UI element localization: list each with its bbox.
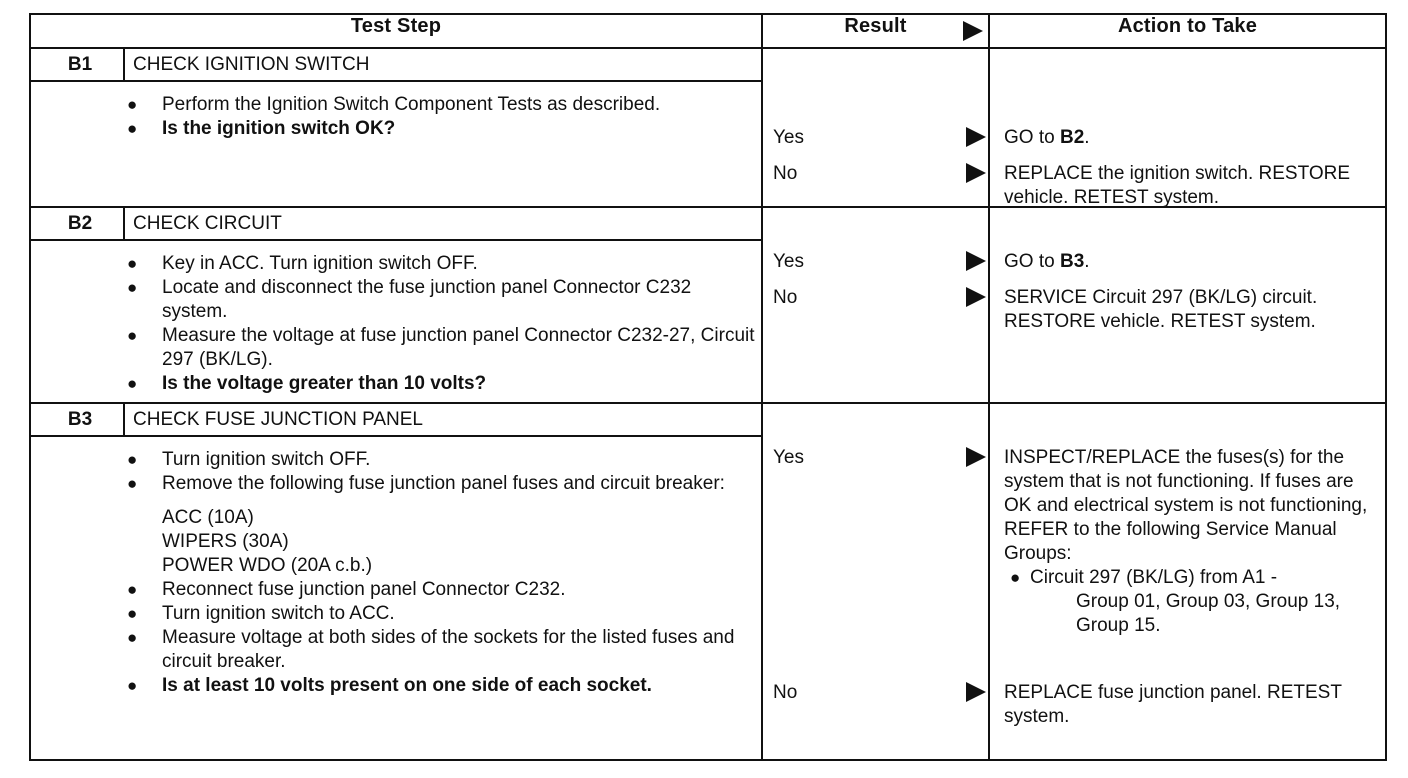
step-id: B2 <box>31 208 125 239</box>
list-item-question: ●Is the ignition switch OK? <box>127 118 396 139</box>
step-title: CHECK CIRCUIT <box>133 213 282 234</box>
result-no: No <box>773 681 986 705</box>
step-row-b3: B3 CHECK FUSE JUNCTION PANEL ●Turn ignit… <box>29 403 1387 761</box>
bullet-icon: ● <box>127 628 138 647</box>
bullet-icon: ● <box>127 326 138 345</box>
bullet-icon: ● <box>127 580 138 599</box>
right-arrow-icon <box>966 682 986 702</box>
bullet-icon: ● <box>127 254 138 273</box>
step-items: ●Reconnect fuse junction panel Connector… <box>31 578 761 698</box>
step-items: ●Key in ACC. Turn ignition switch OFF. ●… <box>31 241 761 396</box>
bullet-icon: ● <box>127 450 138 469</box>
right-arrow-icon <box>966 127 986 147</box>
bullet-icon: ● <box>127 119 138 138</box>
action-bullet: ●Circuit 297 (BK/LG) from A1 - <box>1010 567 1278 588</box>
result-no: No <box>773 162 986 186</box>
action-no: SERVICE Circuit 297 (BK/LG) circuit. RES… <box>1004 287 1318 332</box>
action-cell: GO to B2. REPLACE the ignition switch. R… <box>988 48 1387 208</box>
list-item: ●Locate and disconnect the fuse junction… <box>127 277 692 322</box>
list-item: ●Measure the voltage at fuse junction pa… <box>127 325 755 370</box>
result-yes: Yes <box>773 250 986 274</box>
bullet-icon: ● <box>127 676 138 695</box>
bullet-icon: ● <box>127 474 138 493</box>
action-bullet-cont: Group 01, Group 03, Group 13, Group 15. <box>1076 591 1341 636</box>
right-arrow-icon <box>963 21 983 41</box>
header-action: Action to Take <box>988 13 1387 49</box>
header-result-label: Result <box>844 15 907 37</box>
fuse-line: ACC (10A) <box>162 507 254 528</box>
list-item: ●Turn ignition switch to ACC. <box>127 603 395 624</box>
list-item: ●Remove the following fuse junction pane… <box>127 473 725 494</box>
list-item: ●Perform the Ignition Switch Component T… <box>127 94 661 115</box>
diagnostic-table: Test Step Result Action to Take B1 CHECK… <box>29 13 1387 761</box>
action-yes-text: INSPECT/REPLACE the fuses(s) for the sys… <box>1004 447 1368 564</box>
list-item-question: ●Is the voltage greater than 10 volts? <box>127 373 487 394</box>
step-cell: B1 CHECK IGNITION SWITCH ●Perform the Ig… <box>29 48 763 208</box>
step-title-bar: B3 CHECK FUSE JUNCTION PANEL <box>31 404 761 437</box>
right-arrow-icon <box>966 447 986 467</box>
step-items: ●Perform the Ignition Switch Component T… <box>31 82 761 141</box>
bullet-icon: ● <box>127 604 138 623</box>
fuse-line: WIPERS (30A) <box>162 531 289 552</box>
step-title: CHECK FUSE JUNCTION PANEL <box>133 409 423 430</box>
header-test-step: Test Step <box>29 13 763 49</box>
step-id: B1 <box>31 49 125 80</box>
list-item: ●Key in ACC. Turn ignition switch OFF. <box>127 253 478 274</box>
result-cell: Yes No <box>761 48 990 208</box>
result-cell: Yes No <box>761 403 990 761</box>
list-item: ●Measure voltage at both sides of the so… <box>127 627 735 672</box>
fuse-line: POWER WDO (20A c.b.) <box>162 555 373 576</box>
step-title-bar: B1 CHECK IGNITION SWITCH <box>31 49 761 82</box>
step-row-b2: B2 CHECK CIRCUIT ●Key in ACC. Turn ignit… <box>29 207 1387 404</box>
action-no: REPLACE the ignition switch. RESTORE veh… <box>1004 163 1351 208</box>
action-yes: INSPECT/REPLACE the fuses(s) for the sys… <box>1004 446 1379 638</box>
action-no: REPLACE fuse junction panel. RETEST syst… <box>1004 682 1342 727</box>
action-yes: GO to B3. <box>1004 251 1090 272</box>
bullet-icon: ● <box>127 95 138 114</box>
bullet-icon: ● <box>127 278 138 297</box>
action-cell: GO to B3. SERVICE Circuit 297 (BK/LG) ci… <box>988 207 1387 404</box>
result-cell: Yes No <box>761 207 990 404</box>
list-item: ●Turn ignition switch OFF. <box>127 449 371 470</box>
step-cell: B3 CHECK FUSE JUNCTION PANEL ●Turn ignit… <box>29 403 763 761</box>
step-title-bar: B2 CHECK CIRCUIT <box>31 208 761 241</box>
list-item-question: ●Is at least 10 volts present on one sid… <box>127 675 652 696</box>
step-items: ●Turn ignition switch OFF. ●Remove the f… <box>31 437 761 496</box>
step-cell: B2 CHECK CIRCUIT ●Key in ACC. Turn ignit… <box>29 207 763 404</box>
right-arrow-icon <box>966 287 986 307</box>
result-yes: Yes <box>773 446 986 470</box>
header-result: Result <box>761 13 990 49</box>
step-row-b1: B1 CHECK IGNITION SWITCH ●Perform the Ig… <box>29 48 1387 208</box>
result-yes: Yes <box>773 126 986 150</box>
bullet-icon: ● <box>127 374 138 393</box>
right-arrow-icon <box>966 251 986 271</box>
action-yes: GO to B2. <box>1004 127 1090 148</box>
step-id: B3 <box>31 404 125 435</box>
table-header-row: Test Step Result Action to Take <box>29 13 1387 49</box>
action-cell: INSPECT/REPLACE the fuses(s) for the sys… <box>988 403 1387 761</box>
result-no: No <box>773 286 986 310</box>
step-title: CHECK IGNITION SWITCH <box>133 54 370 75</box>
list-item: ●Reconnect fuse junction panel Connector… <box>127 579 566 600</box>
bullet-icon: ● <box>1010 568 1021 587</box>
right-arrow-icon <box>966 163 986 183</box>
